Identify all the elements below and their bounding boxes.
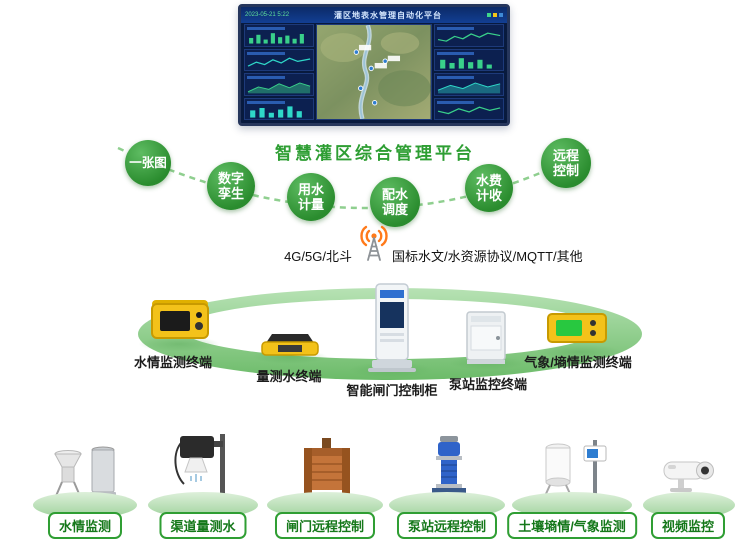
circle-one-map: 一张图 [125,140,171,186]
page-title: 智慧灌区综合管理平台 [275,144,475,163]
label-soil-weather: 土壤墒情/气象监测 [507,512,637,539]
smart-gate-control-cabinet [366,280,418,379]
antenna-icon [355,222,393,267]
rtu-terminal-icon [151,300,209,339]
mini-bar-chart [244,24,315,47]
weather-soil-monitor-terminal [544,306,610,353]
flow-measuring-terminal [258,330,322,365]
weather-soil-monitor-terminal-label: 气象/墒情监测终端 [524,355,632,370]
mini-bar-chart [244,97,315,120]
device-shadow [138,336,220,352]
water-monitoring-terminal-label: 水情监测终端 [133,355,212,370]
label-channel-flow: 渠道量测水 [159,512,247,539]
mini-line-chart [244,48,315,71]
radar-flowmeter-icon [174,434,225,496]
channel-flow-measuring-device [168,430,242,507]
mini-bar-chart [433,48,504,71]
dashboard-timestamp: 2023-05-21 5:22 [245,12,290,18]
pump-remote-control-device [426,434,472,507]
dashboard-body [244,24,504,120]
mini-line-chart [433,24,504,47]
circle-digital-twin: 数字孪生 [207,162,255,210]
mini-area-chart [244,73,315,96]
label-water-monitoring: 水情监测 [47,512,123,539]
vertical-pump-icon [428,436,470,498]
mini-line-chart [433,97,504,120]
ptz-camera-icon [663,461,714,492]
circle-water-metering: 用水计量 [287,173,335,221]
water-monitoring-terminal [146,296,214,349]
label-video-surveillance: 视频监控 [650,512,726,539]
circle-fee-collection: 水费计收 [465,164,513,212]
video-surveillance-device [658,446,722,503]
flow-terminal-icon [261,334,319,356]
comm-protocol-right: 国标水文/水资源协议/MQTT/其他 [392,249,583,264]
dashboard-legend-icons [486,13,503,17]
mini-area-chart [433,73,504,96]
monitor-cabinet-icon [466,311,506,364]
label-gate-remote-control: 闸门远程控制 [274,512,376,539]
soil-weather-monitoring-device [536,434,612,505]
comm-protocol-left: 4G/5G/北斗 [284,249,352,264]
gate-remote-control-device [296,436,358,505]
dashboard-screenshot: 2023-05-21 5:22 灌区地表水管理自动化平台 [238,4,510,126]
dashboard-right-column [433,24,504,120]
dashboard-header: 2023-05-21 5:22 灌区地表水管理自动化平台 [241,7,507,23]
pump-station-monitor-terminal [462,308,510,371]
dashboard-title: 灌区地表水管理自动化平台 [334,10,443,20]
pump-station-monitor-terminal-label: 泵站监控终端 [448,377,527,392]
soil-weather-sensor-icon [544,440,607,497]
flow-measuring-terminal-label: 量测水终端 [256,369,322,384]
smart-gate-control-cabinet-label: 智能闸门控制柜 [346,383,438,398]
weather-terminal-icon [547,313,607,343]
circle-water-dispatch: 配水调度 [370,177,420,227]
circle-remote-control: 远程控制 [541,138,591,188]
sluice-gate-icon [300,438,354,499]
dashboard-map [316,24,432,120]
dashboard-left-column [244,24,315,120]
label-pump-remote-control: 泵站远程控制 [396,512,498,539]
device-shadow [536,344,622,360]
control-kiosk-icon [368,283,416,372]
